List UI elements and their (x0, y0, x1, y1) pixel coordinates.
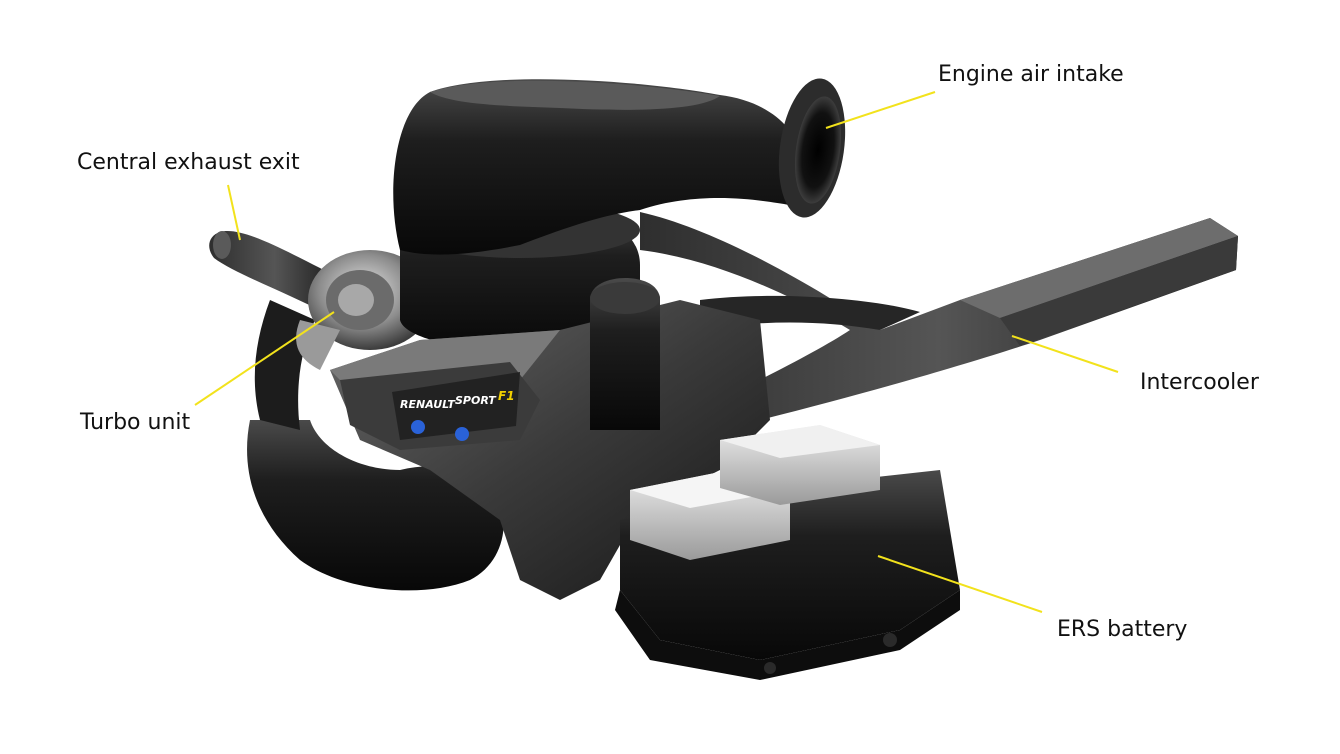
leader-intercooler (1011, 335, 1119, 373)
leader-central-exhaust (227, 184, 241, 241)
label-ers-battery: ERS battery (1057, 617, 1188, 642)
label-engine-air-intake: Engine air intake (938, 62, 1124, 87)
label-intercooler: Intercooler (1140, 370, 1259, 395)
brand-suffix-text: F1 (498, 389, 515, 403)
leader-lines (194, 91, 1119, 613)
air-intake-shape (393, 78, 846, 255)
label-central-exhaust-exit: Central exhaust exit (77, 150, 300, 175)
brand-series-text: SPORT (455, 394, 497, 407)
brand-maker-text: RENAULT (400, 398, 456, 411)
engine-block-shape (330, 278, 770, 600)
cam-bolt-left (411, 420, 425, 434)
ers-battery-shape (615, 425, 960, 680)
label-turbo-unit: Turbo unit (80, 410, 191, 435)
cam-bolt-right (455, 427, 469, 441)
central-exhaust-shape (209, 230, 340, 310)
leader-ers-battery (877, 555, 1043, 613)
leader-turbo-unit (194, 311, 335, 406)
intercooler-shape (640, 212, 1238, 420)
renault-cam-cover: RENAULT SPORT F1 (392, 372, 520, 441)
leader-engine-air-intake (825, 91, 936, 129)
